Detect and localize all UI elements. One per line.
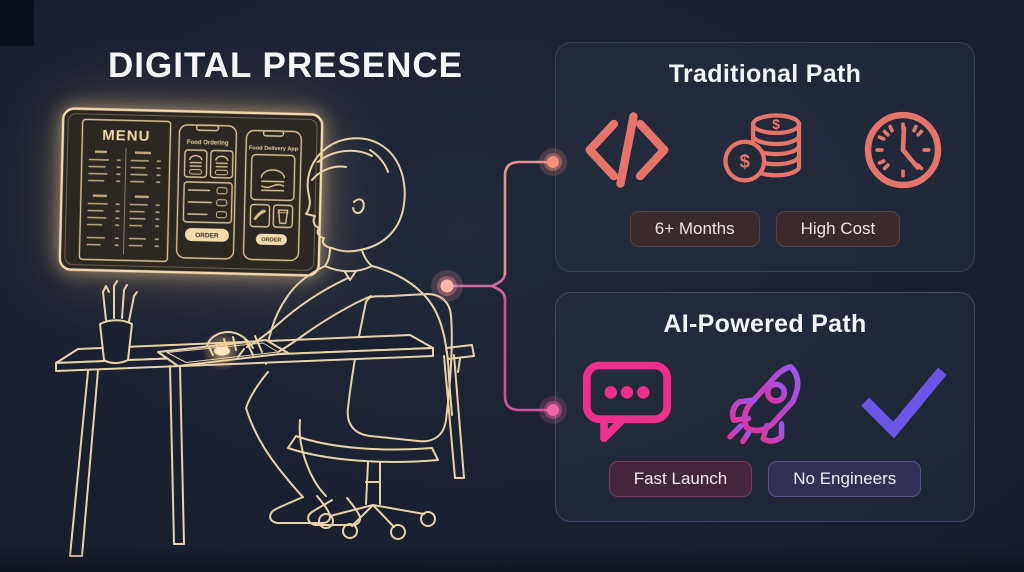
node-person [431,270,463,302]
phone-delivery-mockup: Food Delivery App ORDER [242,129,303,262]
menu-board-graphic: MENU [58,107,324,277]
ai-icons [556,349,974,451]
badge-no-engineers: No Engineers [768,461,922,498]
badge-fast-launch: Fast Launch [608,461,753,498]
traditional-icons: $ $ [556,99,974,201]
arm-and-hand [206,277,372,358]
ai-path-panel: AI-Powered Path [555,292,975,522]
badge-6-months: 6+ Months [629,211,760,248]
page-title: DIGITAL PRESENCE [108,46,464,85]
ear [352,198,365,214]
back-line [371,265,453,416]
hair-stroke [317,149,373,163]
menu-items [86,150,161,247]
branch-fork [489,270,507,302]
menu-card: MENU [78,118,172,263]
traditional-path-title: Traditional Path [668,60,862,88]
phone2-button-label: ORDER [261,237,281,243]
order-button-graphic [184,228,229,242]
phone1-button-label: ORDER [195,232,219,240]
money-coins-icon: $ $ [717,102,813,198]
clock-icon [855,102,951,198]
office-chair [287,293,475,540]
ai-path-title: AI-Powered Path [663,310,867,338]
corner-shadow [0,0,34,46]
badge-high-cost: High Cost [775,211,901,248]
code-brackets-icon [579,102,675,198]
menu-title: MENU [102,127,151,145]
ai-badges: Fast Launch No Engineers [556,461,974,498]
chat-bubble-icon [579,352,675,448]
delivery-button-graphic [255,233,287,246]
shoe-front [269,495,331,524]
front-leg [245,371,304,498]
desk [55,334,465,557]
svg-text:$: $ [772,117,780,132]
touch-glow [202,331,242,371]
phone2-title: Food Delivery App [249,145,299,152]
traditional-badges: 6+ Months High Cost [556,211,974,248]
svg-text:$: $ [740,150,750,171]
traditional-path-panel: Traditional Path [555,42,975,272]
bottom-vignette [0,546,1024,572]
branch-to-traditional [503,160,549,276]
menu-board: MENU [58,107,324,277]
tablet [157,339,289,367]
branch-to-ai [503,296,549,412]
pen-cup [99,280,138,364]
checkmark-icon [855,352,951,448]
shoe-back [307,497,361,526]
phone-ordering-mockup: Food Ordering ORDER [175,124,238,260]
phone1-title: Food Ordering [187,140,229,147]
rocket-icon [717,352,813,448]
